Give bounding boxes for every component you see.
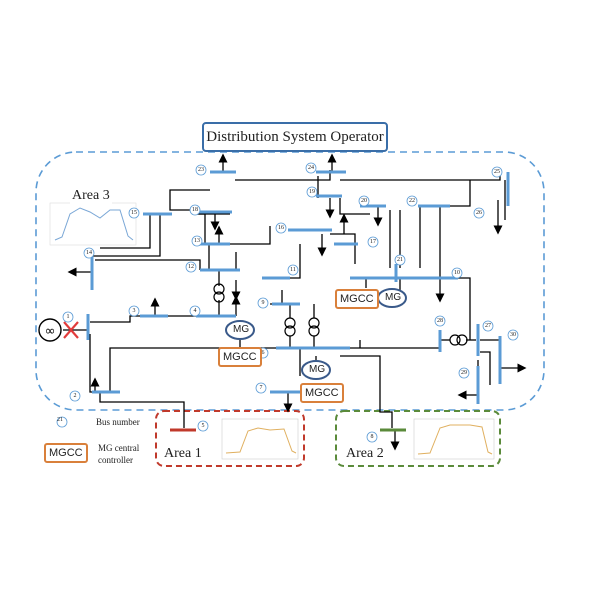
bus-number-18: 18 (192, 207, 198, 213)
legend-bus-number-sample: 21 (57, 417, 63, 423)
bus-number-9: 9 (261, 300, 265, 306)
bus-number-7: 7 (259, 385, 263, 391)
bus-number-8: 8 (370, 434, 374, 440)
grid-source-icon: ∞ (38, 318, 62, 342)
bus-number-1: 1 (66, 314, 70, 320)
mg-ellipse-shapes (225, 288, 407, 380)
bus-number-27: 27 (485, 323, 491, 329)
bus-number-2: 2 (73, 393, 77, 399)
mg-label: MG (385, 292, 402, 303)
mgcc-box: MGCC (218, 347, 262, 367)
area2-label: Area 2 (344, 446, 386, 462)
bus-number-20: 20 (361, 198, 367, 204)
fault-x-icon (63, 321, 79, 339)
area1-boundary (155, 410, 305, 467)
bus-number-19: 19 (309, 189, 315, 195)
legend-mgcc-text-line2: controller (98, 455, 133, 465)
bus-number-29: 29 (461, 370, 467, 376)
bus-number-23: 23 (198, 167, 204, 173)
mgcc-box: MGCC (335, 289, 379, 309)
mgcc-box: MGCC (300, 383, 344, 403)
bus-number-5: 5 (201, 423, 205, 429)
distribution-system-operator-box: Distribution System Operator (202, 122, 388, 152)
area2-profile-plot (413, 418, 495, 460)
main-area-boundary (35, 151, 545, 411)
bus-number-12: 12 (188, 264, 194, 270)
bus-number-25: 25 (494, 169, 500, 175)
area1-label: Area 1 (162, 446, 204, 462)
bus-number-24: 24 (308, 165, 314, 171)
mg-label: MG (233, 324, 250, 335)
bus-number-circles (56, 162, 519, 443)
area3-profile-plot (49, 202, 137, 246)
bus-number-14: 14 (86, 250, 92, 256)
bus-number-13: 13 (194, 238, 200, 244)
svg-text:∞: ∞ (45, 324, 56, 339)
bus-number-15: 15 (131, 210, 137, 216)
bus-number-30: 30 (510, 332, 516, 338)
bus-bars (86, 170, 510, 404)
bus-number-28: 28 (437, 318, 443, 324)
area3-label: Area 3 (70, 188, 112, 204)
area2-boundary (335, 410, 501, 467)
bus-number-26: 26 (476, 210, 482, 216)
bus-number-4: 4 (193, 308, 197, 314)
area1-profile-plot (221, 418, 299, 460)
bus-number-22: 22 (409, 198, 415, 204)
transformer-icon (213, 283, 468, 346)
bus-number-16: 16 (278, 225, 284, 231)
bus-number-21: 21 (397, 257, 403, 263)
bus-number-3: 3 (132, 308, 136, 314)
bus-number-11: 11 (290, 267, 296, 273)
mg-label: MG (309, 364, 326, 375)
legend-mgcc-box: MGCC (44, 443, 88, 463)
bus-number-10: 10 (454, 270, 460, 276)
bus-number-6: 6 (261, 350, 265, 356)
legend-bus-number-text: Bus number (96, 417, 140, 427)
legend-mgcc-text-line1: MG central (98, 443, 140, 453)
network-lines (63, 153, 527, 451)
bus-number-17: 17 (370, 239, 376, 245)
